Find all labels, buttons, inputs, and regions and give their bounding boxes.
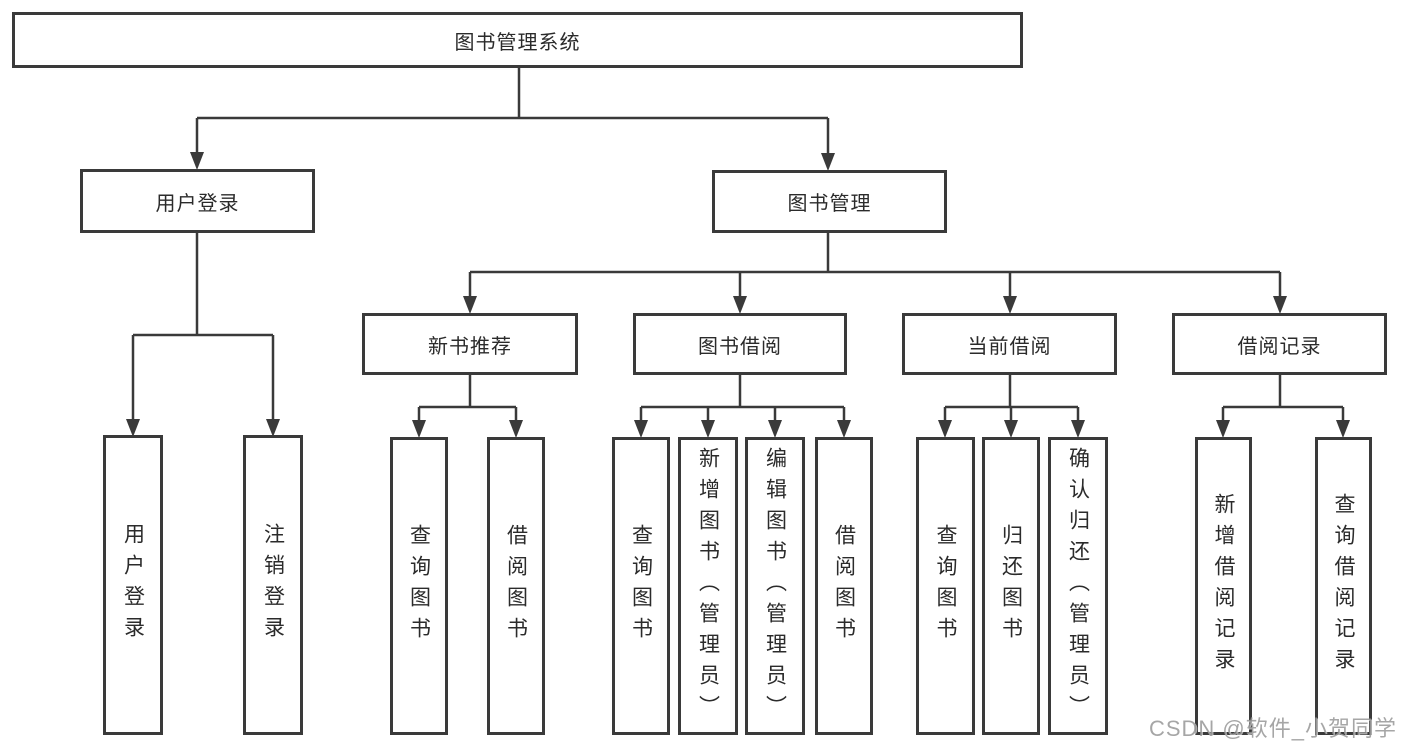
node-label: 新书推荐 [428,335,512,358]
node-book-management: 图书管理 [712,170,947,233]
node-current-borrowing: 当前借阅 [902,313,1117,375]
leaf-edit-book-admin: 编辑图书（管理员） [745,437,805,735]
node-label: 编辑图书（管理员） [763,446,787,726]
node-label: 借阅图书 [504,524,528,648]
node-label: 当前借阅 [967,335,1052,358]
leaf-query-books-borrowing: 查询图书 [612,437,670,735]
leaf-add-borrow-record: 新增借阅记录 [1195,437,1252,735]
node-user-login: 用户登录 [80,169,315,233]
node-label: 确认归还（管理员） [1066,446,1090,726]
leaf-query-books-current: 查询图书 [916,437,975,735]
leaf-confirm-return-admin: 确认归还（管理员） [1048,437,1108,735]
node-label: 图书管理 [787,193,872,215]
leaf-add-book-admin: 新增图书（管理员） [678,437,738,735]
node-label: 用户登录 [155,192,240,215]
node-label: 查询借阅记录 [1332,493,1355,679]
node-label: 查询图书 [407,524,431,648]
node-label: 新增借阅记录 [1212,493,1235,679]
node-book-borrowing: 图书借阅 [633,313,847,375]
watermark: CSDN @软件_小贺同学 [1148,716,1397,741]
node-label: 查询图书 [934,524,957,648]
node-label: 图书借阅 [698,335,782,358]
node-label: 新增图书（管理员） [696,446,720,726]
leaf-return-books: 归还图书 [982,437,1040,735]
leaf-logout: 注销登录 [243,435,303,735]
node-label: 借阅记录 [1237,335,1322,358]
leaf-query-borrow-record: 查询借阅记录 [1315,437,1372,735]
node-label: 注销登录 [261,523,285,647]
node-label: 归还图书 [999,524,1023,648]
node-label: 图书管理系统 [454,31,581,54]
leaf-user-login: 用户登录 [103,435,163,735]
node-label: 查询图书 [629,524,653,648]
node-root: 图书管理系统 [12,12,1023,68]
leaf-borrow-books-recommend: 借阅图书 [487,437,545,735]
node-label: 用户登录 [121,523,145,647]
node-new-book-recommend: 新书推荐 [362,313,578,375]
leaf-query-books-recommend: 查询图书 [390,437,448,735]
node-label: 借阅图书 [832,524,856,648]
node-borrowing-records: 借阅记录 [1172,313,1387,375]
leaf-borrow-books-borrowing: 借阅图书 [815,437,873,735]
